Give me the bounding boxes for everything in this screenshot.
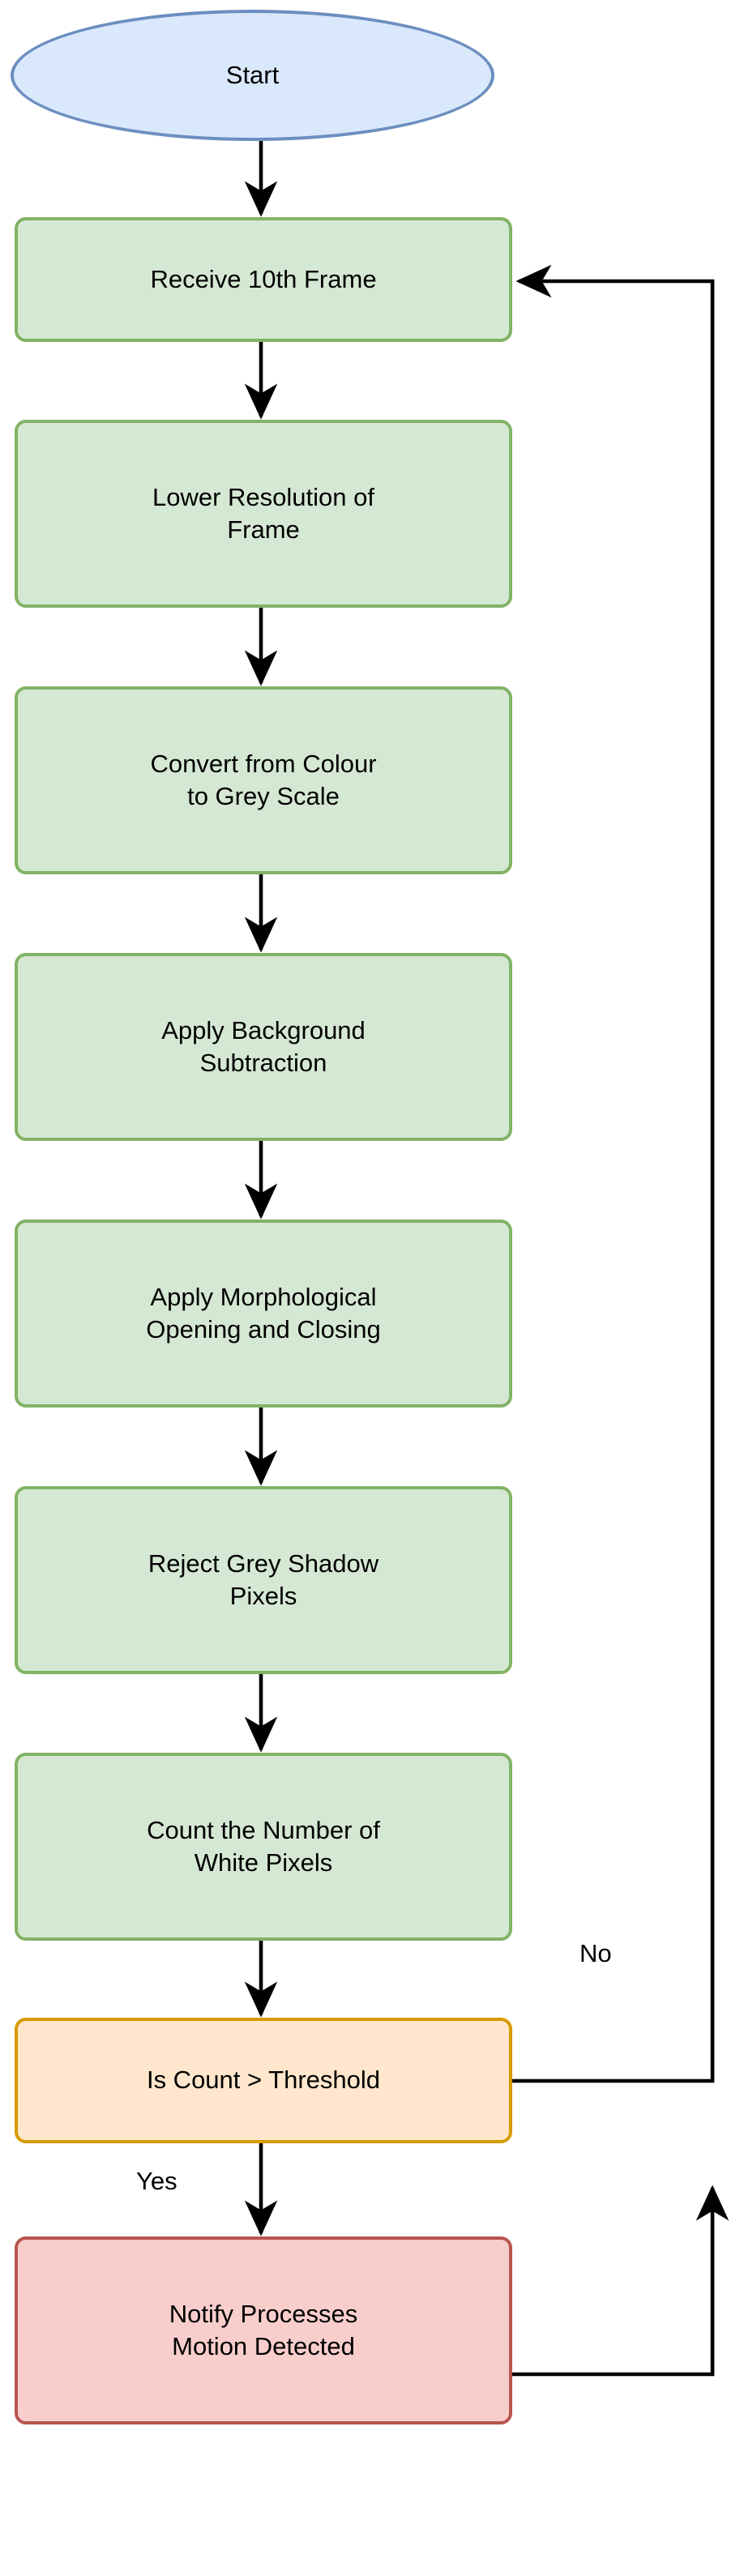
node-threshold-decision[interactable]: Is Count > Threshold [15,2018,512,2143]
node-background-subtraction-label: Apply Background Subtraction [161,1015,366,1077]
edge-label-yes: Yes [136,2167,178,2195]
edge-n9-to-loop [512,2185,729,2377]
node-count-white-pixels-label: Count the Number of White Pixels [147,1815,380,1877]
edge-label-no: No [580,1939,612,1967]
node-count-white-pixels[interactable]: Count the Number of White Pixels [15,1753,512,1941]
node-convert-greyscale-label: Convert from Colour to Grey Scale [150,749,377,810]
node-receive-frame-label: Receive 10th Frame [150,264,377,293]
node-reject-shadow-label: Reject Grey Shadow Pixels [148,1549,379,1610]
node-notify-motion-label: Notify Processes Motion Detected [169,2299,358,2360]
node-morphological-ops-label: Apply Morphological Opening and Closing [146,1282,381,1344]
node-start-label: Start [225,60,280,89]
node-convert-greyscale[interactable]: Convert from Colour to Grey Scale [15,686,512,874]
node-lower-resolution[interactable]: Lower Resolution of Frame [15,420,512,608]
node-threshold-decision-label: Is Count > Threshold [146,2065,381,2095]
node-start[interactable]: Start [11,10,494,141]
node-lower-resolution-label: Lower Resolution of Frame [152,482,374,544]
node-receive-frame[interactable]: Receive 10th Frame [15,217,512,342]
edge-n8-to-n1-no [512,264,715,2083]
node-background-subtraction[interactable]: Apply Background Subtraction [15,953,512,1141]
node-reject-shadow[interactable]: Reject Grey Shadow Pixels [15,1486,512,1674]
node-morphological-ops[interactable]: Apply Morphological Opening and Closing [15,1220,512,1408]
node-notify-motion[interactable]: Notify Processes Motion Detected [15,2236,512,2424]
